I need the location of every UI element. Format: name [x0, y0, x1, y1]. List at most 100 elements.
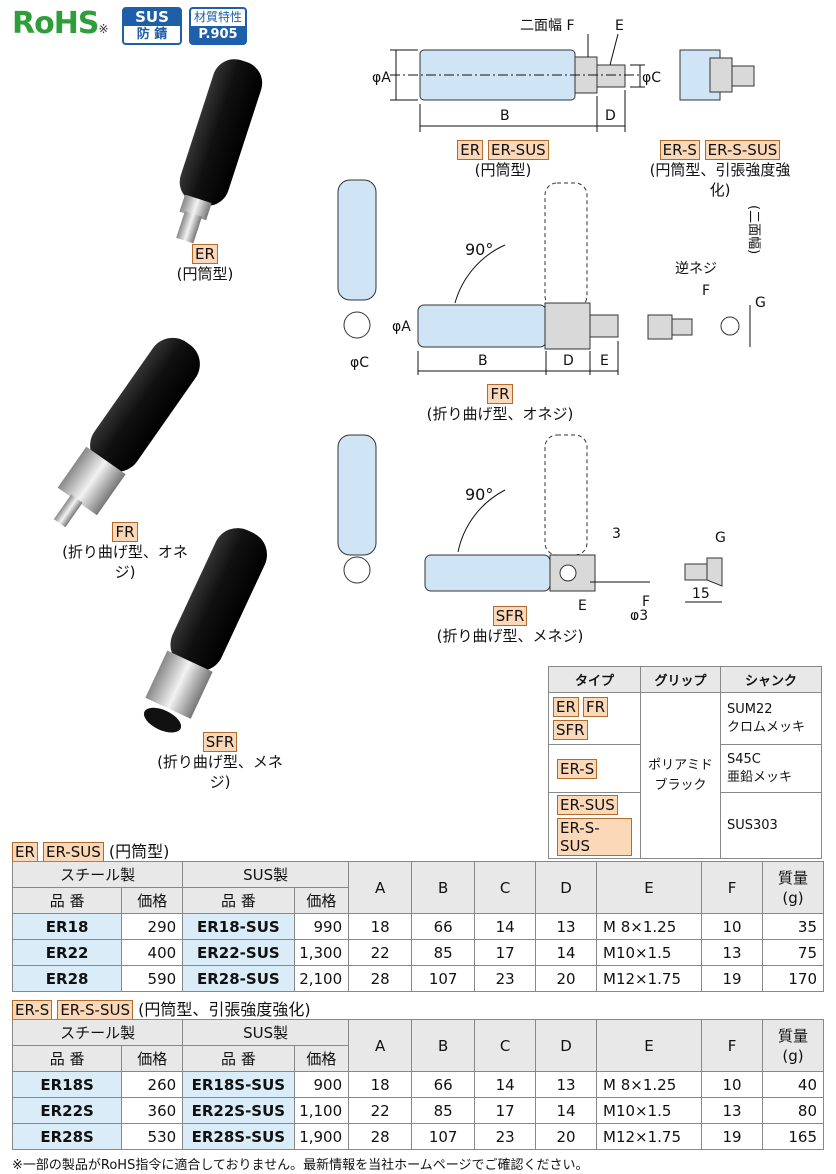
material-row1-shank: SUM22 クロムメッキ [720, 692, 822, 745]
table1-cell: 14 [535, 939, 598, 966]
table1-h-part-sus: 品 番 [182, 887, 295, 914]
sus-badge-top: SUS [124, 9, 180, 26]
table1-cell: 170 [761, 965, 825, 992]
table1-heading: ER ER-SUS (円筒型) [12, 838, 169, 862]
table1-col-a: A [348, 861, 413, 914]
table2-col-a: A [348, 1019, 413, 1072]
table2-tag-erssus: ER-S-SUS [57, 1000, 133, 1020]
material-grip: ポリアミド ブラック [640, 692, 721, 859]
table2-h-price-steel: 価格 [121, 1045, 184, 1072]
table2-mass-unit: (g) [782, 1046, 804, 1065]
table1-cell: 990 [293, 913, 350, 940]
table2-cell: 900 [293, 1071, 350, 1098]
material-row1-type: ER FR SFR [548, 692, 641, 745]
table2-cell: 17 [474, 1097, 537, 1124]
material-tag-er: ER [553, 697, 579, 717]
table1-cell: ER28 [11, 965, 123, 992]
table1-h-price-sus: 価格 [293, 887, 350, 914]
material-tag-sfr: SFR [553, 720, 588, 740]
table1-cell: 590 [121, 965, 184, 992]
sfr-phi3-label: φ3 [630, 608, 648, 620]
table1-mass-unit: (g) [782, 888, 804, 907]
table2-cell: 10 [701, 1071, 763, 1098]
dim-b-label: B [500, 108, 510, 124]
fr-reverse-label: 逆ネジ [675, 261, 717, 277]
material-tag-erssus: ER-S-SUS [557, 818, 632, 856]
fr-b-label: B [478, 353, 488, 369]
table2-col-mass: 質量(g) [761, 1019, 825, 1072]
table1-col-d: D [535, 861, 598, 914]
spec-table-2: スチール製 SUS製 A B C D E F 質量(g) 品 番 価格 品 番 … [11, 1019, 825, 1150]
diagram-er-caption-right-text: (円筒型、引張強度強化) [649, 161, 791, 199]
diagram-er-caption-left-text: (円筒型) [474, 161, 532, 179]
sfr-e-label: E [578, 598, 587, 614]
table2-cell: 360 [121, 1097, 184, 1124]
table2-col-c: C [474, 1019, 537, 1072]
sfr-f-label: F [642, 594, 650, 610]
table1-col-e: E [596, 861, 703, 914]
fr-phiC-label: φC [350, 355, 369, 371]
table2-cell: ER28S [11, 1123, 123, 1150]
table2-cell: 14 [474, 1071, 537, 1098]
table2-group-steel: スチール製 [11, 1019, 184, 1046]
material-tag-fr: FR [583, 697, 609, 717]
table1-cell: ER22 [11, 939, 123, 966]
diagram-fr-caption-text: (折り曲げ型、オネジ) [426, 405, 574, 423]
table2-cell: ER28S-SUS [182, 1123, 295, 1150]
photo-sfr-caption: SFR (折り曲げ型、メネジ) [150, 732, 290, 792]
photo-er-text: (円筒型) [176, 265, 234, 283]
table1-cell: 10 [701, 913, 763, 940]
table2-cell: ER18S-SUS [182, 1071, 295, 1098]
table2-col-d: D [535, 1019, 598, 1072]
table2-h-part-sus: 品 番 [182, 1045, 295, 1072]
table2-cell: 165 [761, 1123, 825, 1150]
table2-cell: 19 [701, 1123, 763, 1150]
table1-cell: 35 [761, 913, 825, 940]
material-tag-ers: ER-S [557, 758, 598, 779]
table1-cell: 75 [761, 939, 825, 966]
photo-fr-text: (折り曲げ型、オネジ) [62, 543, 188, 581]
photo-sfr-text: (折り曲げ型、メネジ) [157, 753, 283, 791]
sfr-fifteen-label: 15 [692, 586, 710, 602]
table1-col-mass: 質量(g) [761, 861, 825, 914]
table2-cell: 14 [535, 1097, 598, 1124]
sfr-three-label: 3 [612, 526, 621, 542]
material-tag-ersus: ER-SUS [557, 795, 618, 815]
sfr-angle-label: 90° [465, 485, 493, 504]
table1-cell: 13 [701, 939, 763, 966]
dim-d-label: D [605, 108, 616, 124]
table1-tag-ersus: ER-SUS [43, 842, 104, 862]
material-row1-shank-line2: クロムメッキ [727, 719, 806, 735]
diagram-sfr: 90° 3 E F φ3 G 15 [337, 434, 726, 620]
table2-col-e: E [596, 1019, 703, 1072]
footnote: ※一部の製品がRoHS指令に適合しておりません。最新情報を当社ホームページでご確… [12, 1158, 589, 1173]
material-head-grip: グリップ [640, 666, 721, 693]
photo-er-tag: ER [192, 244, 218, 264]
material-row1-shank-line1: SUM22 [727, 701, 773, 717]
table1-col-c: C [474, 861, 537, 914]
table2-col-f: F [701, 1019, 763, 1072]
material-row3-shank: SUS303 [720, 792, 822, 859]
table1-h-part-steel: 品 番 [11, 887, 123, 914]
table2-cell: M12×1.75 [596, 1123, 703, 1150]
table1-cell: 66 [411, 913, 476, 940]
table1-cell: 17 [474, 939, 537, 966]
spec-table-1: スチール製 SUS製 A B C D E F 質量(g) 品 番 価格 品 番 … [11, 861, 825, 992]
rohs-logo: RoHS※ [12, 6, 109, 41]
sus-badge: SUS 防 錆 [122, 7, 182, 45]
table1-cell: ER18-SUS [182, 913, 295, 940]
table2-cell: 1,100 [293, 1097, 350, 1124]
fr-angle-label: 90° [465, 240, 493, 259]
table1-cell: 85 [411, 939, 476, 966]
table2-h-part-steel: 品 番 [11, 1045, 123, 1072]
diagram-sfr-caption: SFR (折り曲げ型、メネジ) [420, 606, 600, 646]
table1-cell: 20 [535, 965, 598, 992]
table1-col-b: B [411, 861, 476, 914]
diagram-er-tag-erssus: ER-S-SUS [704, 140, 781, 160]
material-row2-type: ER-S [548, 744, 641, 793]
photo-sfr [143, 528, 267, 733]
photo-er [176, 59, 263, 244]
table1-h-price-steel: 価格 [121, 887, 184, 914]
table1-cell: ER22-SUS [182, 939, 295, 966]
